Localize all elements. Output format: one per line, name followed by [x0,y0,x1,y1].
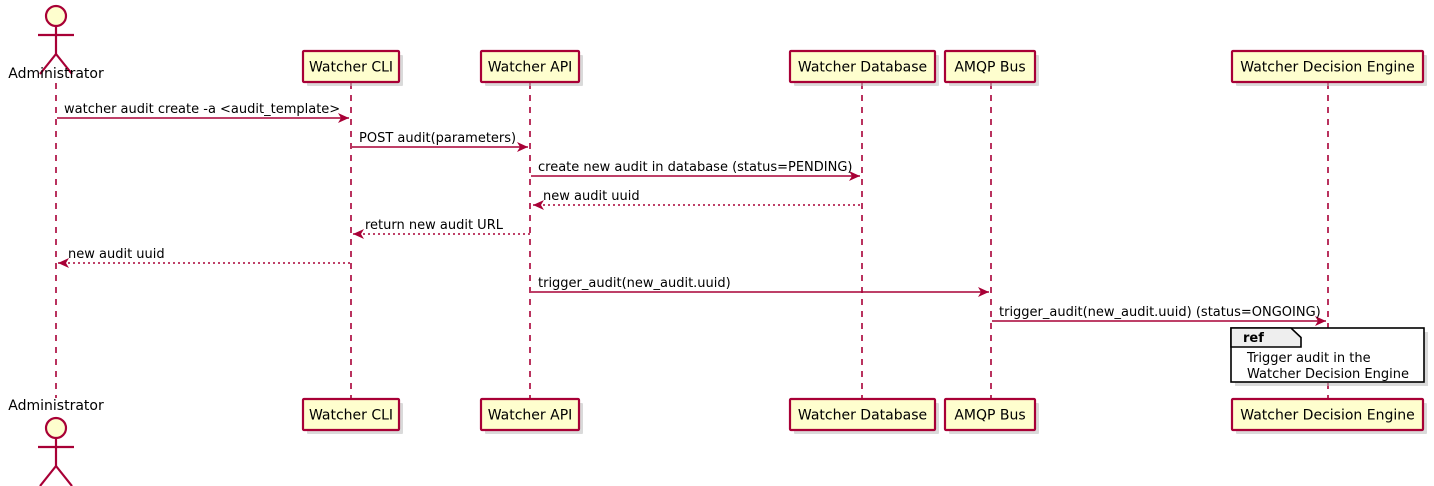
message-arrowhead [849,171,860,181]
participant-watcher-database-top[interactable]: Watcher Database [788,49,939,86]
message-label: new audit uuid [543,189,640,204]
participant-label: AMQP Bus [954,60,1025,76]
message-arrowhead [978,287,989,297]
message-6: new audit uuid [58,247,351,268]
message-label: return new audit URL [365,218,504,233]
participant-box[interactable] [479,397,581,432]
participant-label: Watcher Database [798,408,927,424]
participant-watcher-api-top[interactable]: Watcher API [479,49,583,86]
actor-leg-right [55,53,73,75]
ref-tag-shape [1230,327,1302,348]
participant-amqp-bus-bottom[interactable]: AMQP Bus [943,397,1039,434]
actor-administrator-top[interactable]: Administrator [8,4,104,82]
message-3: create new audit in database (status=PEN… [531,160,860,181]
messages-layer: watcher audit create -a <audit_template>… [57,102,1326,326]
actor-leg-left [39,465,57,486]
participant-box[interactable] [943,397,1037,432]
participant-watcher-cli-top[interactable]: Watcher CLI [301,49,403,86]
participant-label: Watcher API [488,60,573,76]
participant-box[interactable] [943,49,1037,84]
participant-watcher-decision-engine-bottom[interactable]: Watcher Decision Engine [1230,397,1427,434]
actor-head-icon [44,4,68,28]
participant-box[interactable] [479,49,581,84]
ref-body-line: Watcher Decision Engine [1247,367,1409,382]
participant-label: AMQP Bus [954,408,1025,424]
message-4: new audit uuid [533,189,862,210]
actor-administrator-bottom[interactable]: Administrator [8,398,104,486]
actor-leg-left [39,53,57,75]
participant-watcher-decision-engine-top[interactable]: Watcher Decision Engine [1230,49,1427,86]
message-7: trigger_audit(new_audit.uuid) [531,276,989,297]
actor-label: Administrator [8,398,104,414]
participant-label: Watcher CLI [309,60,393,76]
message-5: return new audit URL [353,218,530,239]
message-label: watcher audit create -a <audit_template> [64,102,340,117]
participant-label: Watcher Decision Engine [1240,408,1414,424]
ref-body-line: Trigger audit in the [1246,351,1371,366]
participant-label: Watcher API [488,408,573,424]
participant-amqp-bus-top[interactable]: AMQP Bus [943,49,1039,86]
message-2: POST audit(parameters) [352,131,528,152]
participant-box[interactable] [1230,49,1425,84]
participant-box[interactable] [301,49,401,84]
participant-watcher-cli-bottom[interactable]: Watcher CLI [301,397,403,434]
participant-label: Watcher Database [798,60,927,76]
ref-tag-label: ref [1243,331,1264,346]
participant-watcher-database-bottom[interactable]: Watcher Database [788,397,939,434]
message-8: trigger_audit(new_audit.uuid) (status=ON… [992,305,1326,326]
actor-head-icon [44,416,68,440]
participant-label: Watcher Decision Engine [1240,60,1414,76]
message-label: POST audit(parameters) [359,131,516,146]
participant-box[interactable] [788,49,937,84]
message-arrowhead [58,258,69,268]
participant-box[interactable] [301,397,401,432]
message-arrowhead [1315,316,1326,326]
participant-box[interactable] [788,397,937,432]
message-arrowhead [353,229,364,239]
actor-leg-right [55,465,73,486]
actor-label: Administrator [8,66,104,82]
message-arrowhead [517,142,528,152]
message-label: trigger_audit(new_audit.uuid) [538,276,731,291]
message-arrowhead [533,200,544,210]
participant-box[interactable] [1230,397,1425,432]
message-label: new audit uuid [68,247,165,262]
participants-layer: Watcher CLI Watcher CLI Watcher API Watcher… [301,49,1427,434]
message-label: create new audit in database (status=PEN… [538,160,853,175]
lifelines-layer [55,83,1329,398]
message-1: watcher audit create -a <audit_template> [57,102,349,123]
message-arrowhead [338,113,349,123]
message-label: trigger_audit(new_audit.uuid) (status=ON… [999,305,1321,320]
participant-label: Watcher CLI [309,408,393,424]
participant-watcher-api-bottom[interactable]: Watcher API [479,397,583,434]
